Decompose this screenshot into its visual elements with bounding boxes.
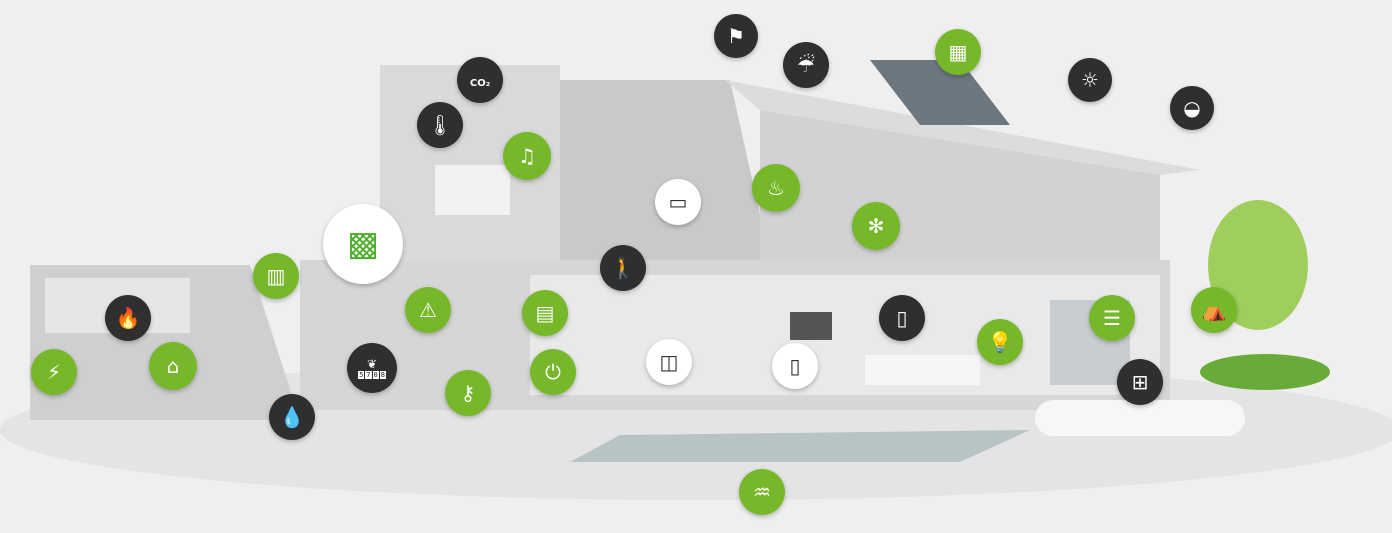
awning-icon: ⛺ (1201, 298, 1227, 322)
thermometer-icon: 🌡 (427, 113, 453, 137)
ev-charging-icon: ⚡ (46, 360, 62, 384)
garage-door-badge[interactable]: ⌂ (149, 342, 197, 390)
controller-module-badge[interactable]: ▩ (323, 204, 403, 284)
pool (570, 430, 1030, 462)
fire-icon: 🔥 (115, 306, 141, 330)
ev-charging-badge[interactable]: ⚡ (31, 349, 77, 395)
awning-badge[interactable]: ⛺ (1191, 287, 1237, 333)
door-badge[interactable]: ▯ (879, 295, 925, 341)
key-icon: ⚷ (460, 381, 476, 405)
key-badge[interactable]: ⚷ (445, 370, 491, 416)
intercom-icon: ▤ (535, 301, 555, 325)
heating-person-badge[interactable]: ♨ (752, 164, 800, 212)
water-drops-icon: 💧 (279, 405, 305, 429)
sun-icon: ☼ (1081, 68, 1099, 92)
radiator-badge[interactable]: ▥ (253, 253, 299, 299)
tablet-badge[interactable]: ▯ (772, 343, 818, 389)
blinds-icon: ☰ (1103, 306, 1121, 330)
motion-sensor-badge[interactable]: 🚶 (600, 245, 646, 291)
radiator-icon: ▥ (266, 264, 286, 288)
alarm-badge[interactable]: ⚠ (405, 287, 451, 333)
light-bulb-badge[interactable]: 💡 (977, 319, 1023, 365)
light-bulb-icon: 💡 (987, 330, 1013, 354)
windsock-badge[interactable]: ⚑ (714, 14, 758, 58)
sun-badge[interactable]: ☼ (1068, 58, 1112, 102)
heating-person-icon: ♨ (767, 176, 785, 200)
co2-cloud-badge[interactable]: CO₂ (457, 57, 503, 103)
music-icon: ♫ (518, 144, 536, 168)
windsock-icon: ⚑ (727, 24, 745, 48)
cloud-rain-icon: ☔ (797, 53, 815, 77)
energy-meter-icon: ❦ (366, 357, 378, 371)
window-badge[interactable]: ⊞ (1117, 359, 1163, 405)
controller-module-icon: ▩ (346, 224, 380, 264)
thermometer-badge[interactable]: 🌡 (417, 102, 463, 148)
alarm-icon: ⚠ (419, 298, 437, 322)
door-icon: ▯ (896, 306, 908, 330)
fire-badge[interactable]: 🔥 (105, 295, 151, 341)
co2-cloud-icon: CO₂ (469, 77, 491, 89)
light-switch-icon: ◫ (659, 350, 679, 374)
cloud-rain-badge[interactable]: ☔ (783, 42, 829, 88)
garage-door-icon: ⌂ (166, 354, 180, 378)
blinds-badge[interactable]: ☰ (1089, 295, 1135, 341)
window-icon: ⊞ (1131, 370, 1149, 394)
fan-icon: ✻ (867, 214, 885, 238)
remote-control-badge[interactable]: ▭ (655, 179, 701, 225)
tablet-icon: ▯ (789, 354, 801, 378)
intercom-badge[interactable]: ▤ (522, 290, 568, 336)
water-drops-badge[interactable]: 💧 (269, 394, 315, 440)
remote-control-icon: ▭ (668, 190, 688, 214)
power-socket-icon: ⏻ (545, 360, 561, 384)
music-badge[interactable]: ♫ (503, 132, 551, 180)
solar-panel (870, 60, 1010, 125)
solar-panel-icon: ▦ (948, 40, 968, 64)
power-socket-badge[interactable]: ⏻ (530, 349, 576, 395)
roof (725, 80, 1200, 175)
sunrise-icon: ◒ (1183, 96, 1201, 120)
pool-icon: ♒ (753, 480, 771, 504)
pool-badge[interactable]: ♒ (739, 469, 785, 515)
motion-sensor-icon: 🚶 (610, 256, 636, 280)
fan-badge[interactable]: ✻ (852, 202, 900, 250)
sunrise-badge[interactable]: ◒ (1170, 86, 1214, 130)
solar-panel-badge[interactable]: ▦ (935, 29, 981, 75)
light-switch-badge[interactable]: ◫ (646, 339, 692, 385)
